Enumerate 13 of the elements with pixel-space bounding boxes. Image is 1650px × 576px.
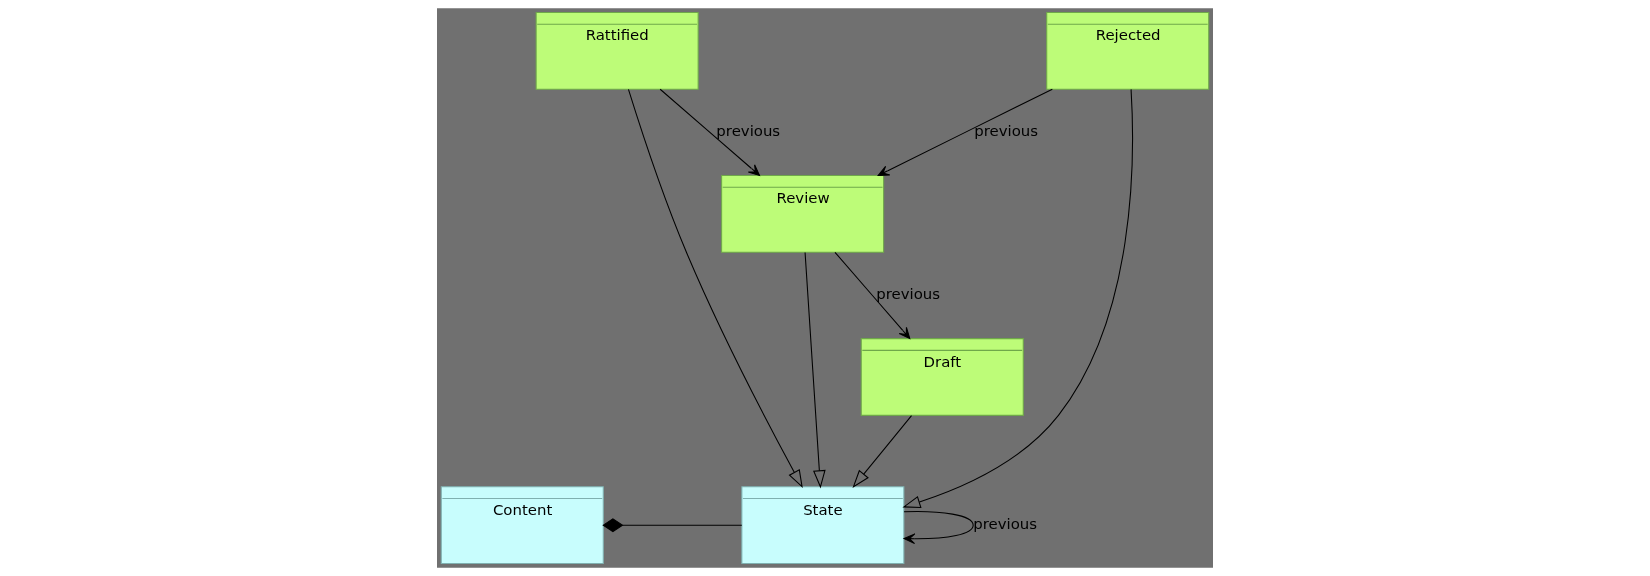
arrow: [834, 251, 911, 340]
arrow: [877, 88, 1053, 176]
arrow: [627, 88, 803, 488]
arrow: [902, 88, 1134, 509]
edge-label: previous: [974, 122, 1039, 141]
arrow: [903, 511, 974, 545]
arrow: [804, 252, 826, 489]
edge-label: previous: [716, 122, 781, 141]
connector: [602, 518, 743, 533]
edge-label: previous: [973, 515, 1038, 534]
arrow: [852, 415, 913, 488]
edge-label: previous: [876, 285, 941, 304]
arrow: [659, 88, 761, 176]
